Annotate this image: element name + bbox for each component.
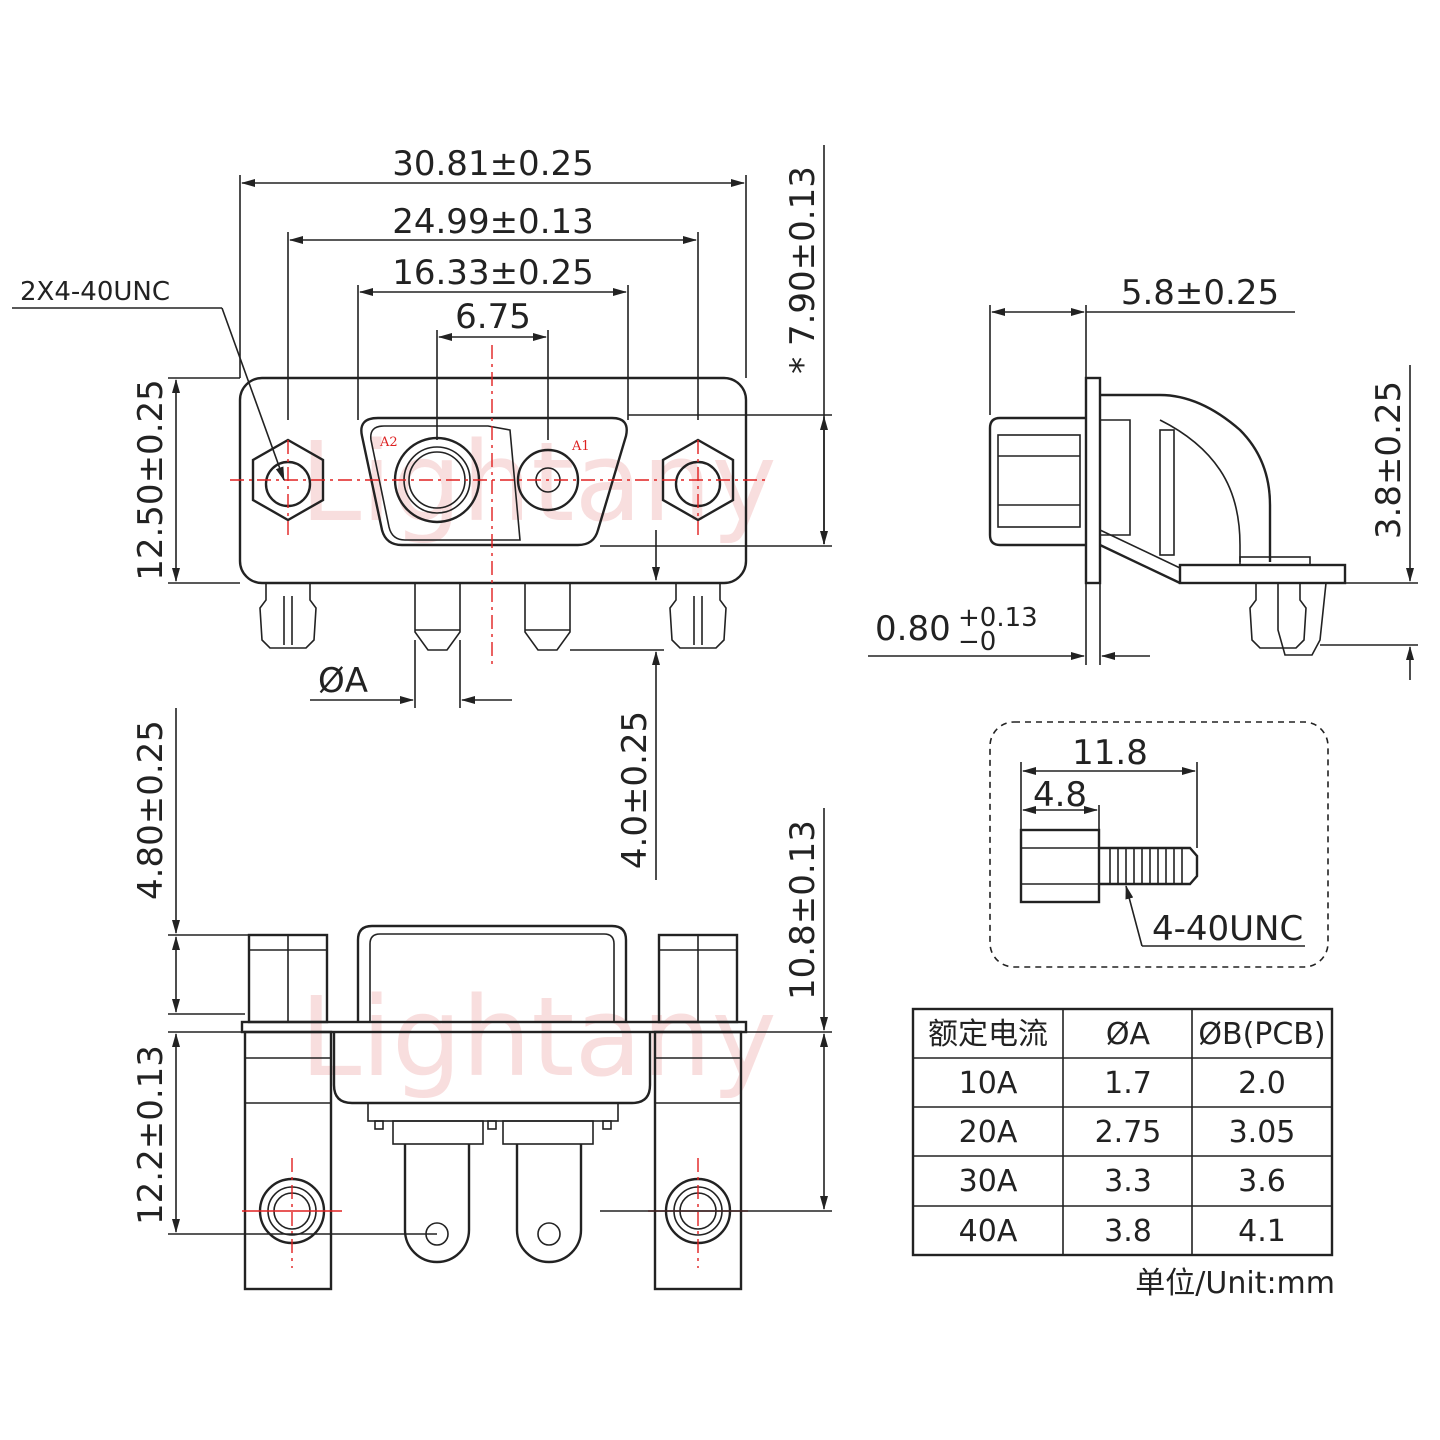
- side-board-lock: [1249, 583, 1307, 649]
- table-cell: 1.7: [1104, 1066, 1152, 1101]
- pin-a2-label: A2: [379, 435, 398, 450]
- screw-hex: [1019, 828, 1101, 904]
- bottom-flange: [240, 1020, 748, 1034]
- dim-shell: 16.33±0.25: [392, 253, 594, 293]
- side-view: 5.8±0.25 3.8±0.25 0.80 +0.13 −0: [868, 273, 1418, 680]
- board-lock-right: [669, 583, 727, 649]
- pin-diameter-label: ØA: [318, 661, 368, 701]
- table-cell: 3.3: [1104, 1164, 1152, 1199]
- thread-leader: [221, 307, 285, 481]
- table-cell: 4.1: [1238, 1214, 1286, 1249]
- table-header: ØB(PCB): [1198, 1017, 1325, 1052]
- contact-a1-outer: [516, 448, 580, 512]
- table-cell: 3.6: [1238, 1164, 1286, 1199]
- bottom-leg-left: [243, 1030, 333, 1291]
- screw-thread-label: 4-40UNC: [1152, 909, 1303, 949]
- table-border: [911, 1007, 1334, 1257]
- watermark-bottom: Lightany: [300, 973, 777, 1101]
- dim-flange-tol-bottom: −0: [958, 627, 996, 657]
- bottom-leg-right: [653, 1030, 743, 1291]
- table-cell: 2.0: [1238, 1066, 1286, 1101]
- table-cell: 3.05: [1229, 1115, 1296, 1150]
- table-header: ØA: [1106, 1017, 1151, 1052]
- dim-offset: * 7.90±0.13: [783, 166, 823, 374]
- dim-height: 12.50±0.25: [131, 379, 171, 581]
- hex-nut-left: [251, 438, 325, 522]
- bottom-shell: [356, 924, 628, 1022]
- bottom-contact-a1: [515, 1144, 583, 1264]
- d-shell-inner: [369, 425, 521, 541]
- screw-thread: [1099, 846, 1199, 886]
- screw-detail: 11.8 4.8 4-40UNC: [989, 721, 1329, 968]
- table-cell: 3.8: [1104, 1214, 1152, 1249]
- dim-lower: 12.2±0.13: [131, 1045, 171, 1225]
- dim-standoff: 3.8±0.25: [1369, 381, 1409, 539]
- table-cell: 30A: [959, 1164, 1018, 1199]
- table-header: 额定电流: [928, 1017, 1048, 1052]
- side-hex: [997, 434, 1081, 528]
- dim-overall: 30.81±0.25: [392, 144, 594, 184]
- bottom-view: 4.80±0.25 12.2±0.13 10.8±0.13: [131, 708, 832, 1291]
- table-cell: 40A: [959, 1214, 1018, 1249]
- side-board-base: [1178, 563, 1347, 585]
- table-cell: 20A: [959, 1115, 1018, 1150]
- side-flange: [1084, 376, 1102, 585]
- hex-nut-right: [661, 438, 735, 522]
- pin-a1-label: A1: [571, 439, 590, 454]
- side-nut-outline: [988, 416, 1086, 547]
- dim-flange-main: 0.80: [875, 609, 951, 649]
- spec-table: 额定电流 ØA ØB(PCB) 10A 1.7 2.0 20A 2.75 3.0…: [911, 1007, 1335, 1301]
- pin-a1-tail: [524, 583, 571, 651]
- dim-screw-hex: 4.8: [1033, 775, 1087, 815]
- pin-a2-tail: [414, 583, 461, 651]
- dim-total-height: 10.8±0.13: [783, 820, 823, 1000]
- dim-pitch: 6.75: [455, 297, 531, 337]
- screw-detail-frame: [989, 721, 1329, 968]
- dim-flange-tol-top: +0.13: [958, 603, 1038, 633]
- dim-depth: 5.8±0.25: [1121, 273, 1279, 313]
- thread-callout: 2X4-40UNC: [20, 277, 170, 307]
- table-cell: 2.75: [1095, 1115, 1162, 1150]
- board-lock-left: [259, 583, 317, 649]
- front-view: A2 A1 30.81±0.25 24.99±0.13: [12, 144, 832, 880]
- dim-pin-len: 4.0±0.25: [615, 711, 655, 869]
- unit-note: 单位/Unit:mm: [1135, 1266, 1335, 1301]
- dim-mount: 24.99±0.13: [392, 202, 594, 242]
- d-shell-outer: [360, 416, 628, 547]
- dim-hex-height: 4.80±0.25: [131, 720, 171, 900]
- bottom-contact-a2: [403, 1144, 471, 1264]
- dim-screw-total: 11.8: [1072, 733, 1148, 773]
- table-cell: 10A: [959, 1066, 1018, 1101]
- side-body-upper: [1100, 393, 1272, 562]
